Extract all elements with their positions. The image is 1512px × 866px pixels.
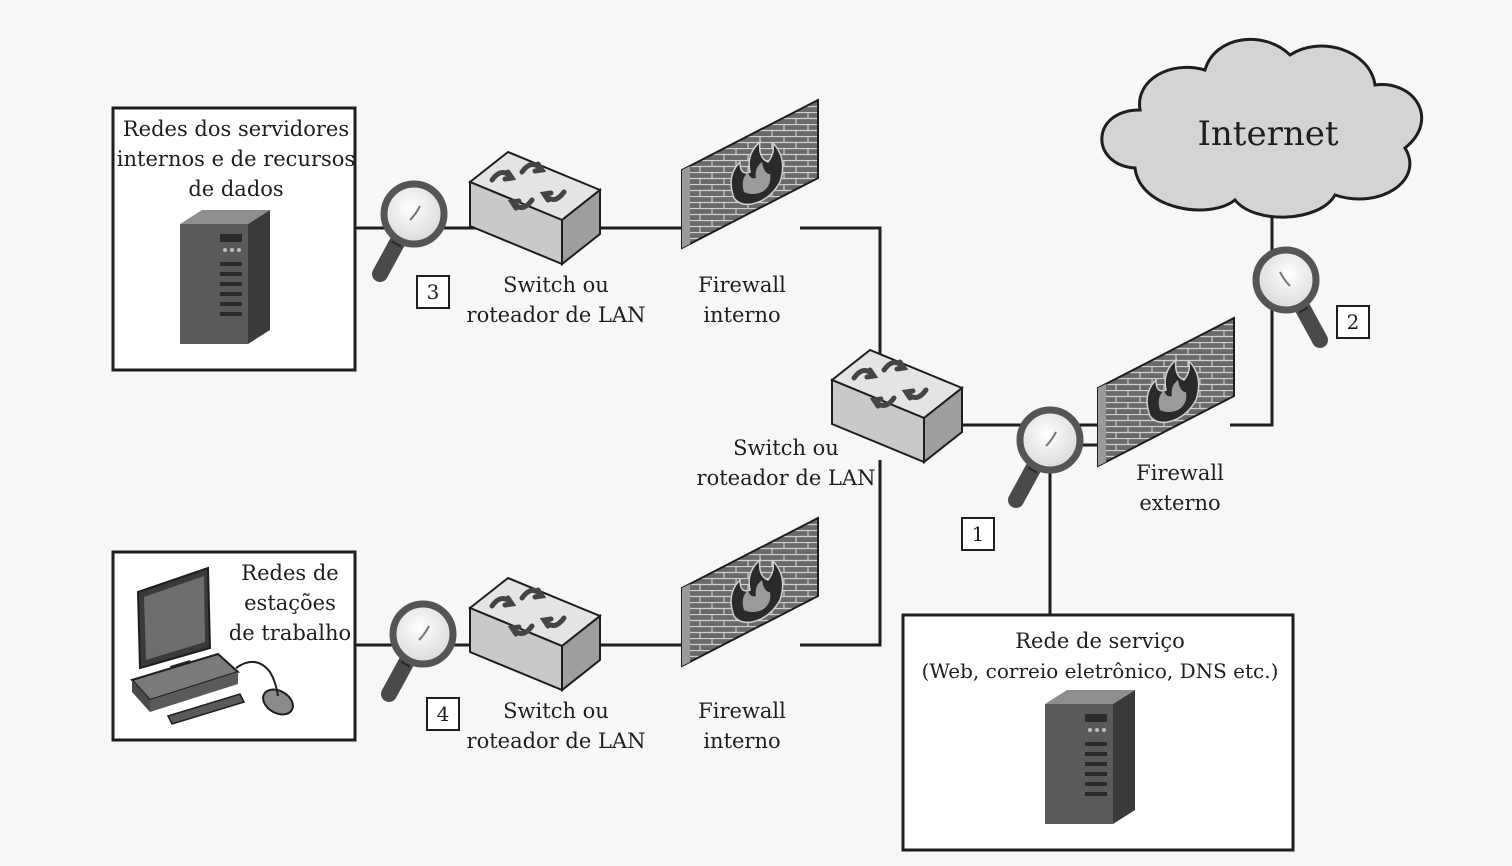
internet-cloud: Internet <box>1100 37 1424 219</box>
service-label-line2: (Web, correio eletrônico, DNS etc.) <box>922 659 1279 683</box>
server-tower-icon <box>180 210 270 344</box>
firewall-bottom-label-line2: interno <box>703 729 780 753</box>
monitor-point-4-magnifier-icon <box>389 604 453 694</box>
internet-label: Internet <box>1197 114 1338 154</box>
switch-center-label-line1: Switch ou <box>733 436 839 460</box>
monitor-point-3-label: 3 <box>427 280 440 304</box>
servers-label-line2: internos e de recursos <box>117 147 355 171</box>
monitor-point-2-magnifier-icon <box>1256 250 1320 340</box>
firewall-top-label-line2: interno <box>703 303 780 327</box>
switch-center-icon <box>832 350 962 462</box>
workstations-label-line2: estações <box>244 591 336 615</box>
firewall-top-label-line1: Firewall <box>698 273 786 297</box>
link-center-firewall-bottom <box>800 460 882 647</box>
firewall-bottom-icon <box>681 517 819 667</box>
switch-bottom-label-line2: roteador de LAN <box>467 729 646 753</box>
switch-top-label-line1: Switch ou <box>503 273 609 297</box>
link-firewall-top-center <box>800 226 882 370</box>
monitor-point-1-magnifier-icon <box>1016 410 1080 500</box>
service-network: Rede de serviço (Web, correio eletrônico… <box>901 613 1295 852</box>
link-external-internet <box>1230 215 1274 427</box>
service-server-icon <box>1045 690 1135 824</box>
workstation-computer-icon <box>130 566 294 725</box>
firewall-external-label-line1: Firewall <box>1136 461 1224 485</box>
workstations-label-line3: de trabalho <box>229 621 351 645</box>
monitor-point-labels: 3 4 1 2 <box>416 275 1370 731</box>
servers-label-line1: Redes dos servidores <box>123 117 349 141</box>
monitor-point-4-label: 4 <box>437 702 450 726</box>
service-label-line1: Rede de serviço <box>1015 629 1185 653</box>
firewall-external-icon <box>1097 317 1235 467</box>
firewall-bottom-label-line1: Firewall <box>698 699 786 723</box>
switch-bottom-icon <box>470 578 600 690</box>
switch-bottom-label-line1: Switch ou <box>503 699 609 723</box>
workstations-network: Redes de estações de trabalho <box>111 550 357 742</box>
servers-label-line3: de dados <box>188 177 283 201</box>
workstations-label-line1: Redes de <box>241 561 338 585</box>
switch-top-icon <box>470 152 600 264</box>
firewall-top-icon <box>681 99 819 249</box>
monitor-point-1-label: 1 <box>972 522 985 546</box>
internal-servers-network: Redes dos servidores internos e de recur… <box>111 106 357 372</box>
monitor-point-3-magnifier-icon <box>380 184 444 274</box>
switch-top-label-line2: roteador de LAN <box>467 303 646 327</box>
switch-center-label-line2: roteador de LAN <box>697 466 876 490</box>
monitor-point-2-label: 2 <box>1347 310 1360 334</box>
firewall-external-label-line2: externo <box>1139 491 1220 515</box>
